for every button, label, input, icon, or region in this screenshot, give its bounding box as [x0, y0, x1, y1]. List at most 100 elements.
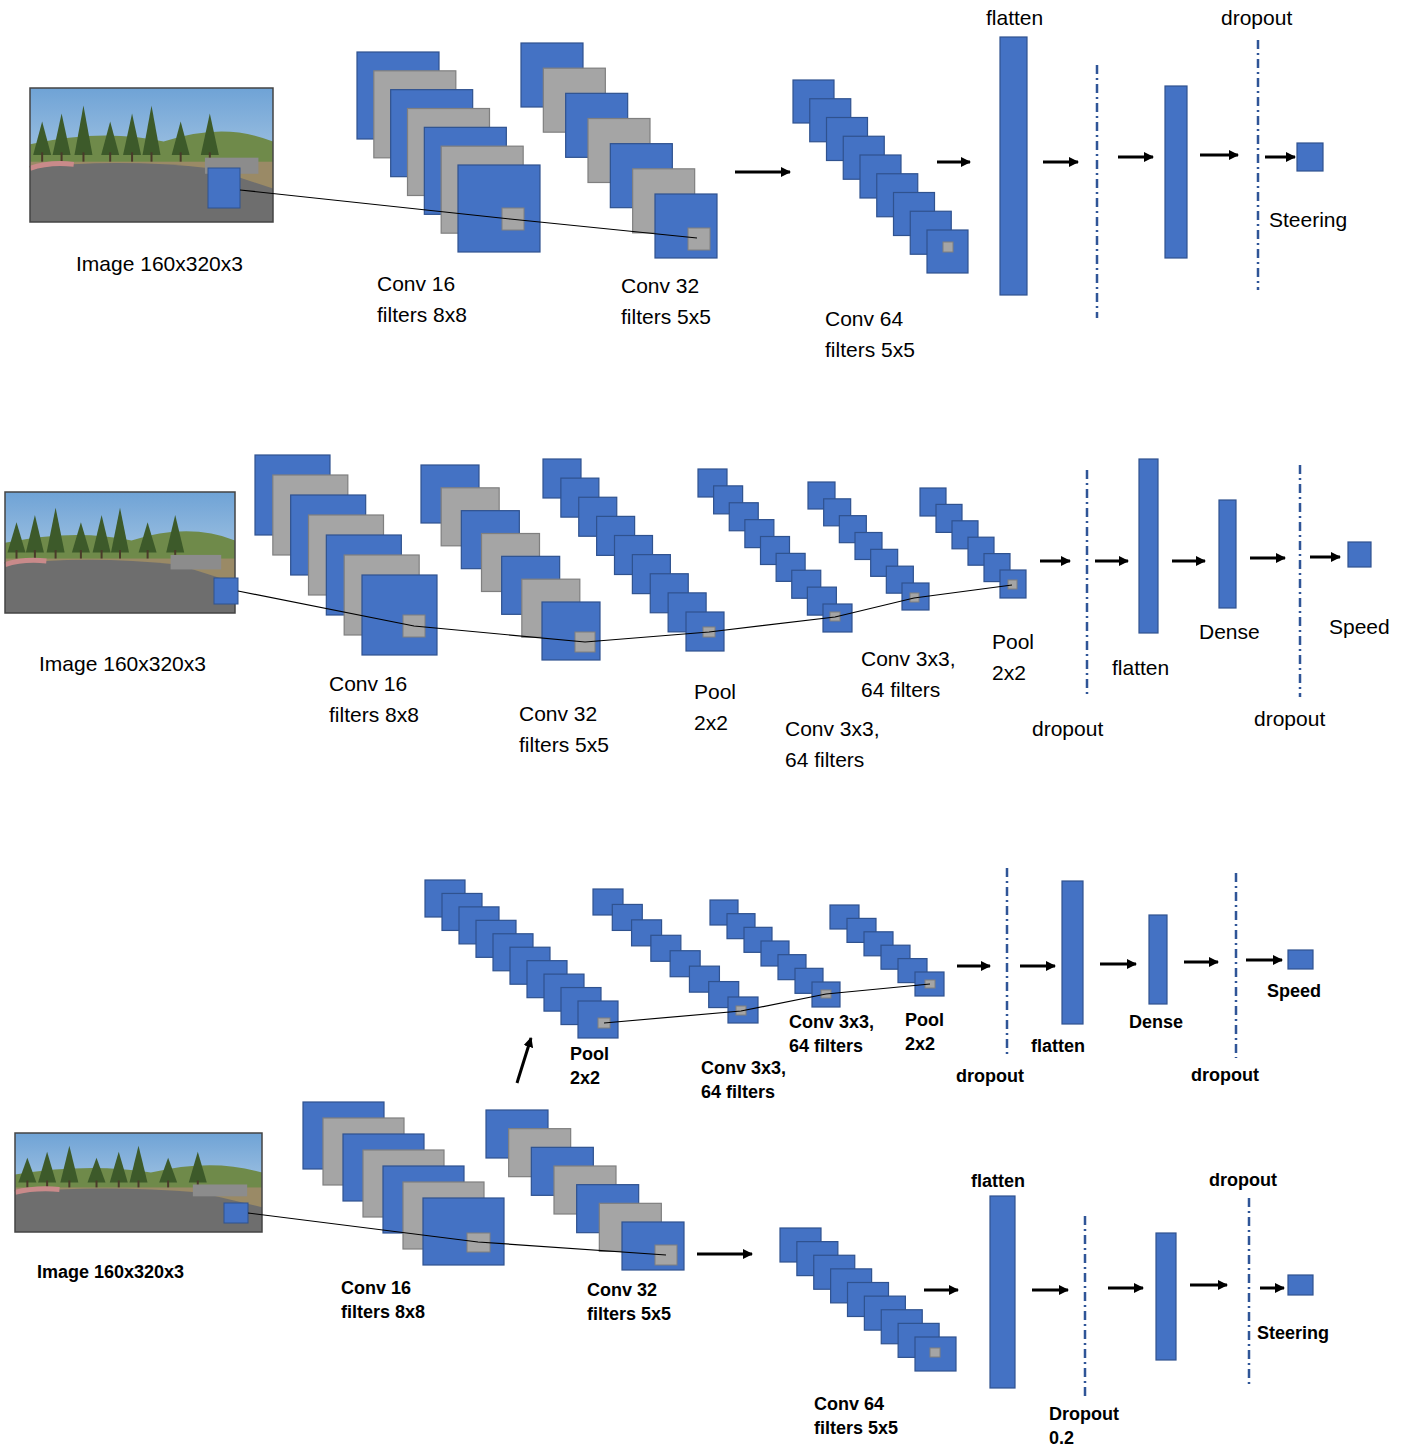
layer-label: Speed [1266, 979, 1322, 1003]
layer-label: Conv 16 filters 8x8 [340, 1276, 442, 1324]
feature-map [655, 194, 717, 258]
layer-label: dropout [955, 1064, 1025, 1088]
flow-arrow [735, 171, 790, 174]
layer-label: flatten [1030, 1034, 1086, 1058]
tree [111, 508, 129, 553]
flow-arrow [1118, 156, 1153, 159]
flow-arrow [1190, 1284, 1227, 1287]
tree [38, 1152, 56, 1183]
feature-map-stack [357, 52, 540, 252]
flow-arrow [517, 1038, 531, 1083]
feature-map-stack [521, 43, 717, 258]
feature-map-stack [421, 465, 600, 660]
tree-trunk [101, 550, 103, 560]
dropout-line [1084, 1216, 1087, 1398]
flow-arrow [1100, 963, 1136, 966]
tree-trunk [131, 152, 133, 163]
layer-label: Conv 32 filters 5x5 [620, 270, 740, 332]
tree [130, 1146, 148, 1183]
curb [5, 560, 46, 564]
tree [201, 113, 219, 155]
kernel-window [930, 1348, 940, 1357]
tree [110, 1152, 128, 1183]
layer-label: Conv 16 filters 8x8 [328, 668, 448, 730]
output-unit [1297, 143, 1323, 171]
image-border [15, 1133, 262, 1232]
tree-trunk [16, 550, 18, 560]
flow-arrow [1310, 556, 1340, 559]
flow-arrow [1032, 1289, 1068, 1292]
ground [30, 162, 273, 222]
feature-map-stack [698, 469, 852, 632]
layer-label: Conv 3x3, 64 filters [860, 643, 970, 705]
layer-label: Dense [1198, 616, 1261, 647]
sky [5, 492, 235, 613]
feature-map [686, 612, 724, 651]
layer-label: Dense [1128, 1010, 1184, 1034]
flow-arrow [1040, 560, 1070, 563]
tree [33, 122, 51, 156]
feature-map-stack [593, 889, 758, 1023]
flow-arrow [937, 161, 970, 164]
flatten-layer [1139, 459, 1158, 633]
tree-trunk [41, 152, 43, 163]
layer-label: flatten [1111, 652, 1170, 683]
road-image [30, 88, 273, 222]
feature-map [578, 1001, 618, 1038]
layer-label: Image 160x320x3 [36, 1260, 185, 1284]
layer-label: Image 160x320x3 [38, 648, 207, 679]
layer-label: Conv 64 filters 5x5 [813, 1392, 915, 1440]
tree [189, 1152, 207, 1183]
tree-trunk [119, 550, 121, 560]
flow-arrow [1246, 959, 1282, 962]
tree-trunk [138, 1181, 140, 1189]
dense-layer [1219, 500, 1236, 608]
dense-layer [1156, 1233, 1176, 1360]
road-image [5, 492, 235, 613]
tree-trunk [147, 550, 149, 560]
layer-label: dropout [1031, 713, 1104, 744]
tree-trunk [109, 152, 111, 163]
kernel-window [943, 242, 953, 252]
flow-arrow [1095, 560, 1128, 563]
layer-label: Conv 16 filters 8x8 [376, 268, 496, 330]
tree-trunk [118, 1181, 120, 1189]
dropout-line [1299, 465, 1302, 697]
layer-label: dropout [1253, 703, 1326, 734]
tree-trunk [68, 1181, 70, 1189]
layer-label: dropout [1190, 1063, 1260, 1087]
dropout-line [1086, 470, 1089, 697]
flow-arrow [1108, 1287, 1143, 1290]
dense-layer [1165, 86, 1187, 258]
image-border [30, 88, 273, 222]
flow-arrow [1020, 965, 1055, 968]
feature-map-stack [793, 80, 968, 273]
tree [139, 522, 157, 552]
feature-map-stack [710, 900, 840, 1007]
feature-map-stack [920, 488, 1026, 598]
layer-label: Dropout 0.2 [1048, 1402, 1138, 1450]
sky [30, 88, 273, 222]
tree-trunk [82, 152, 84, 163]
flow-arrow [1172, 560, 1205, 563]
tree [72, 522, 90, 552]
dense-layer [1149, 915, 1167, 1004]
layer-label: Conv 3x3, 64 filters [784, 713, 894, 775]
flow-arrow [697, 1253, 752, 1256]
feature-map [915, 1337, 956, 1371]
flatten-layer [1000, 37, 1027, 295]
feature-map [362, 575, 437, 655]
tree [101, 122, 119, 156]
flow-arrow [1184, 961, 1218, 964]
feature-map-stack [486, 1110, 684, 1270]
flow-arrow [924, 1289, 958, 1292]
flow-arrow [1265, 156, 1295, 159]
flow-arrow [1260, 1287, 1284, 1290]
layer-label: Pool 2x2 [569, 1042, 623, 1090]
tree [88, 1158, 106, 1183]
feature-map-stack [780, 1228, 956, 1371]
layer-label: Conv 32 filters 5x5 [586, 1278, 688, 1326]
road-image [15, 1133, 262, 1232]
dropout-line [1235, 873, 1238, 1058]
tree [8, 522, 26, 552]
